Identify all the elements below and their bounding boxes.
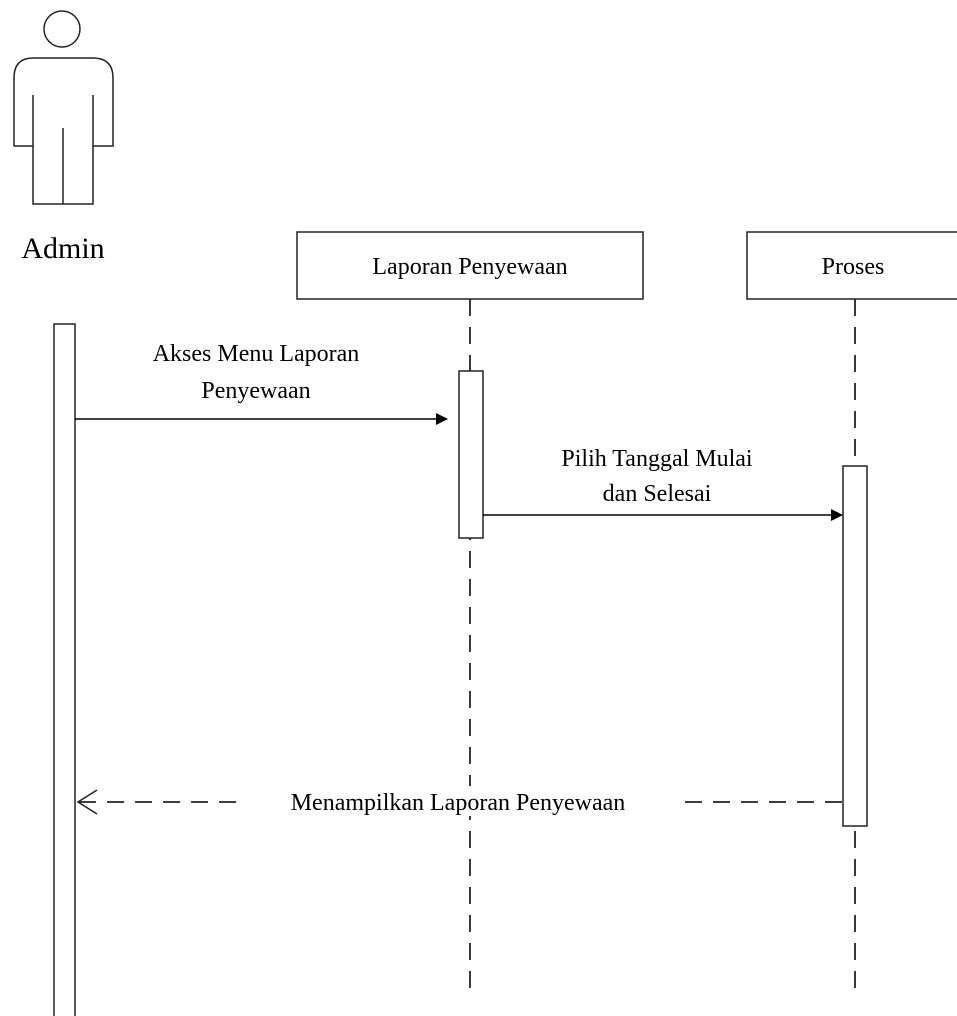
message-label-1-line-2: Penyewaan (201, 378, 310, 404)
activation-bar-laporan (458, 370, 484, 539)
lifeline-label-laporan: Laporan Penyewaan (372, 254, 567, 280)
message-label-3: Menampilkan Laporan Penyewaan (291, 790, 626, 816)
return-arrow-head (76, 789, 98, 815)
activation-bar-proses (842, 465, 868, 827)
lifeline-box-laporan (296, 231, 644, 300)
lifeline-box-proses (746, 231, 957, 300)
message-label-1-line-1: Akses Menu Laporan (153, 341, 360, 367)
actor-label: Admin (21, 232, 104, 265)
admin-actor-icon (13, 10, 114, 205)
lifeline-laporan-penyewaan: Laporan Penyewaan (296, 231, 644, 995)
message-menampilkan-laporan: Menampilkan Laporan Penyewaan (76, 786, 842, 816)
lifeline-proses: Proses (746, 231, 957, 995)
message-label-2-line-2: dan Selesai (603, 481, 712, 507)
admin-activation-bar (53, 323, 76, 1016)
message-pilih-tanggal: Pilih Tanggal Mulai dan Selesai (483, 446, 843, 521)
message-akses-menu: Akses Menu Laporan Penyewaan (75, 341, 448, 425)
lifeline-label-proses: Proses (822, 254, 885, 280)
message-label-2-line-1: Pilih Tanggal Mulai (561, 446, 753, 472)
